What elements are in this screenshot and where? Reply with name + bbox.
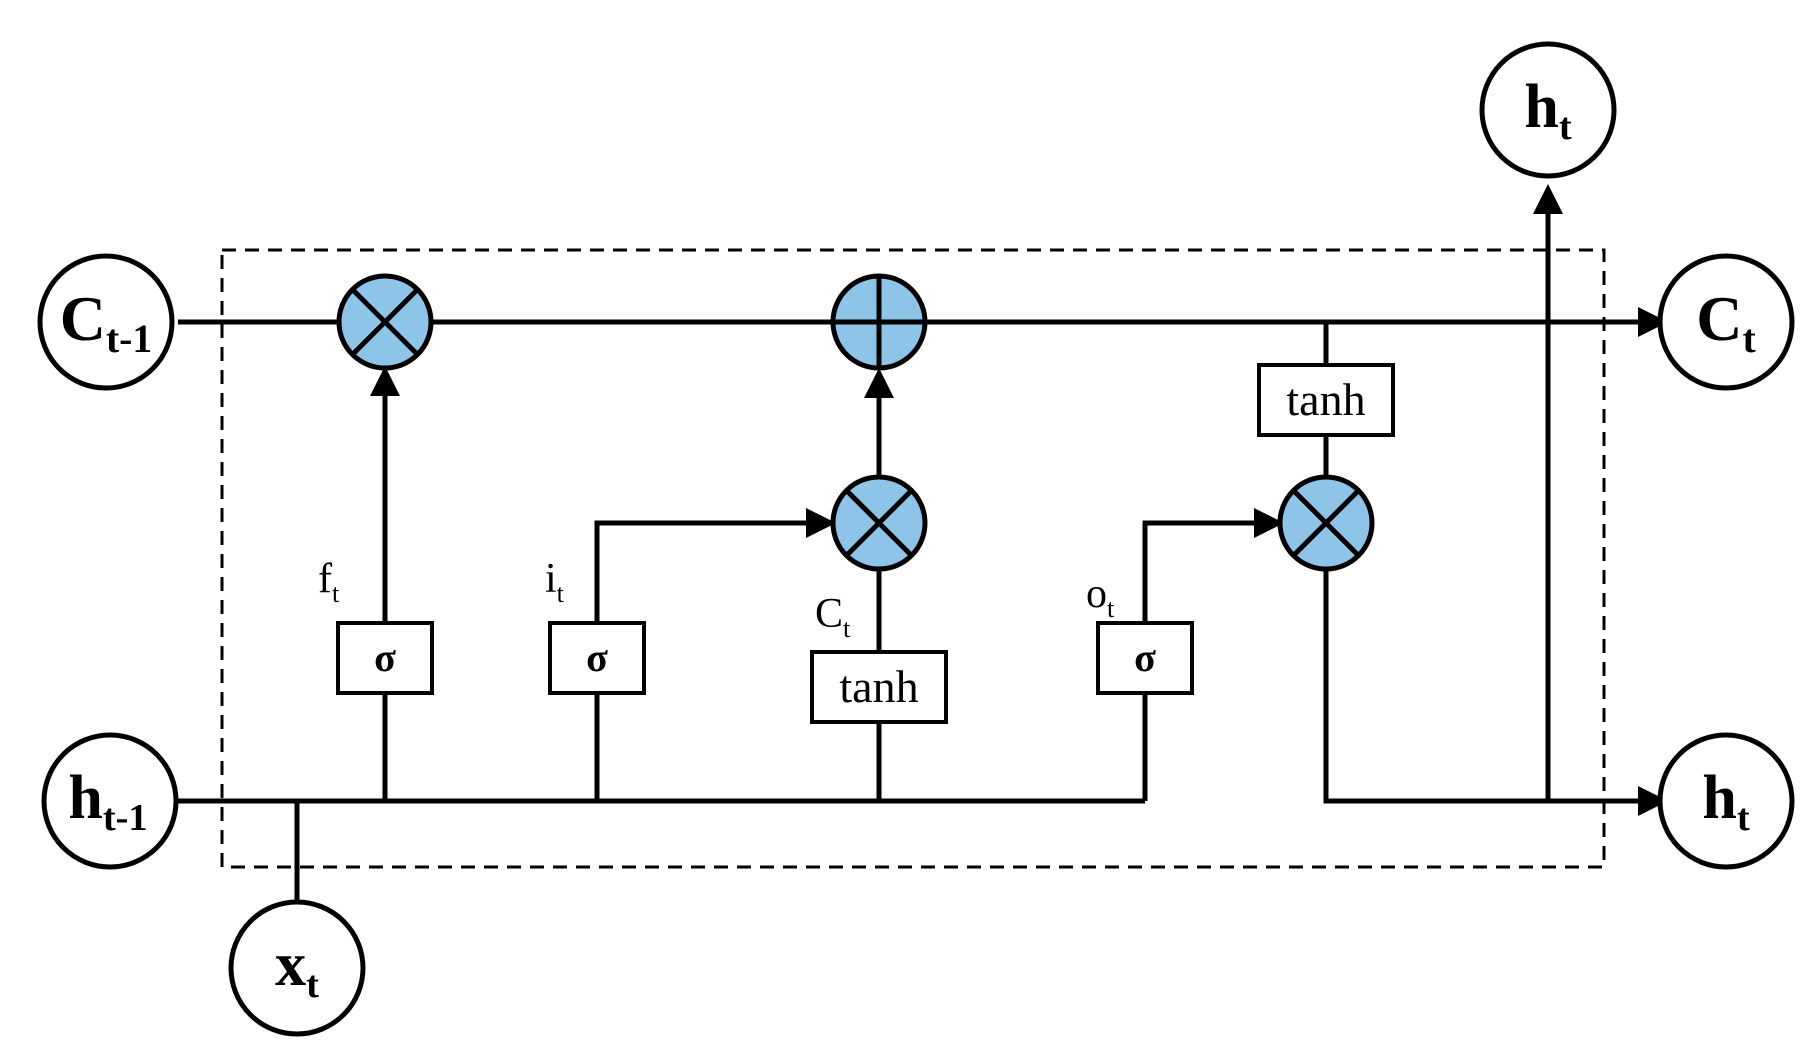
output-gate-box xyxy=(1096,621,1194,695)
svg-text:xt: xt xyxy=(275,931,319,1006)
candidate-tanh-box xyxy=(810,650,948,724)
svg-text:Ct: Ct xyxy=(1696,283,1756,361)
x-t-node: xt xyxy=(228,899,366,1037)
forget-gate-box xyxy=(336,621,434,695)
output-gate-label: ot xyxy=(1086,571,1115,623)
candidate-label: Ct xyxy=(815,591,851,643)
input-gate-arrow xyxy=(594,508,836,623)
c-prev-node: Ct-1 xyxy=(37,253,175,391)
input-gate-symbol: σ xyxy=(586,635,608,680)
output-multiply-operator xyxy=(1277,474,1375,572)
input-gate-label: it xyxy=(545,556,565,608)
cell-tanh-box xyxy=(1257,363,1395,437)
input-gate-box xyxy=(548,621,646,695)
h-prev-node: ht-1 xyxy=(41,732,179,870)
output-gate-arrow xyxy=(1142,508,1284,623)
input-multiply-operator xyxy=(830,474,928,572)
svg-text:ht: ht xyxy=(1524,73,1571,148)
svg-text:Ct-1: Ct-1 xyxy=(60,283,152,361)
cell-tanh-symbol: tanh xyxy=(1286,374,1365,425)
candidate-tanh-symbol: tanh xyxy=(839,661,918,712)
forget-gate-symbol: σ xyxy=(374,635,396,680)
output-gate-symbol: σ xyxy=(1134,635,1156,680)
hidden-output-line xyxy=(1323,570,1668,816)
forget-multiply-operator xyxy=(336,273,434,371)
forget-gate-label: ft xyxy=(318,556,340,608)
svg-text:ht: ht xyxy=(1702,764,1749,839)
h-t-right-node: ht xyxy=(1657,732,1795,870)
svg-text:ht-1: ht-1 xyxy=(68,764,147,839)
c-t-node: Ct xyxy=(1657,253,1795,391)
add-operator xyxy=(830,273,928,371)
cell-boundary xyxy=(220,248,1606,869)
h-t-top-node: ht xyxy=(1479,41,1617,179)
